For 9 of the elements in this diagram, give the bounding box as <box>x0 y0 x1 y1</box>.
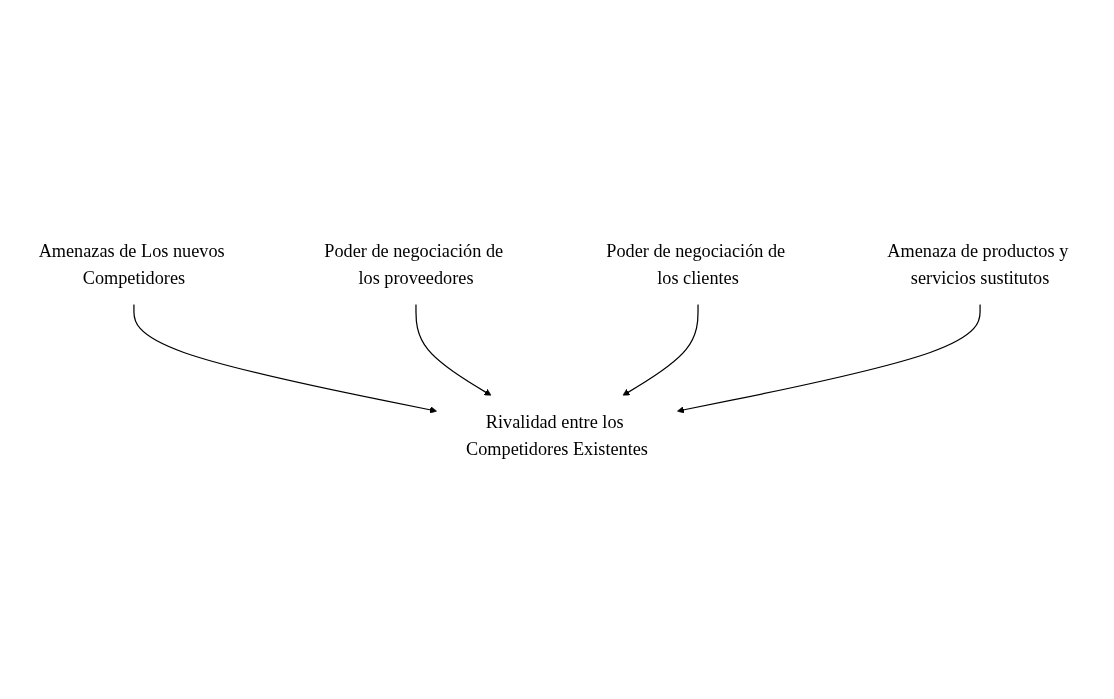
arrow <box>622 303 699 396</box>
arrow <box>133 303 438 413</box>
node-text: Poder de negociación de los proveedores <box>324 240 504 289</box>
node-text: Poder de negociación de los clientes <box>606 240 786 289</box>
arrow <box>415 303 492 396</box>
arrow <box>676 303 981 413</box>
node-text: Rivalidad entre los Competidores Existentes <box>466 410 648 459</box>
node-text: Amenazas de Los nuevos Competidores <box>38 240 225 289</box>
node-text: Amenaza de productos y servicios sustitutos <box>887 240 1069 289</box>
